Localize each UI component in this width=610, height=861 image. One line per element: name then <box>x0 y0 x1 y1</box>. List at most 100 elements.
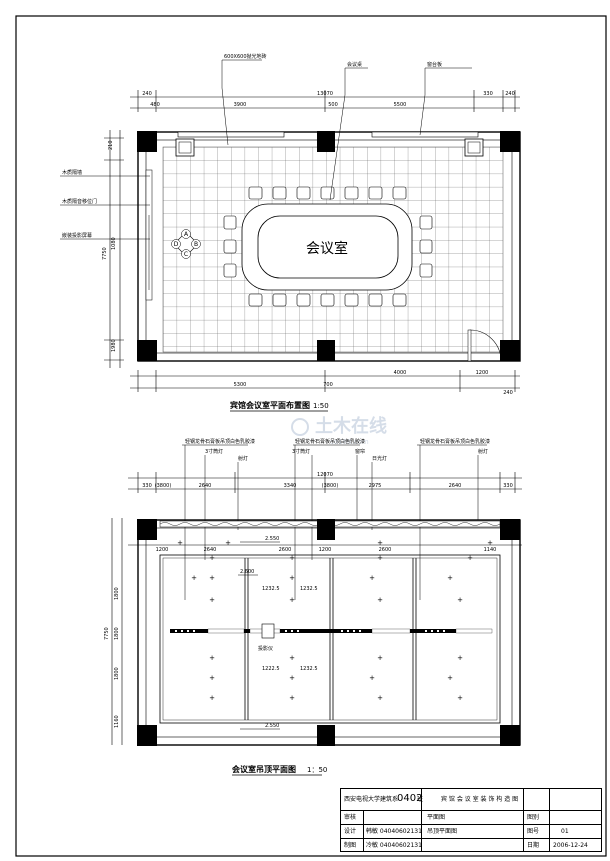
ceiling-plan: 轻钢龙骨石膏板吊顶白色乳胶漆 3寸筒灯 射灯 轻钢龙骨石膏板吊顶白色乳胶漆 3寸… <box>104 438 522 776</box>
room-label: 会议室 <box>306 240 348 257</box>
c-dim-top-7: 2975 <box>369 483 382 489</box>
dim-top-5: 500 <box>328 102 338 108</box>
dim-top-6: 5500 <box>394 102 407 108</box>
level-3: 2.550 <box>265 723 279 729</box>
svg-text:+: + <box>177 539 183 547</box>
sub-dim-4: 1232.5 <box>300 666 318 672</box>
svg-text:+: + <box>209 596 215 604</box>
svg-text:土木在线: 土木在线 <box>315 415 387 437</box>
svg-text:+: + <box>377 539 383 547</box>
c-dim-top-6: (3800) <box>322 483 339 489</box>
c-dim-row2-2: 2640 <box>204 547 217 553</box>
c-dim-row2-5: 2600 <box>379 547 392 553</box>
ceiling-callout-1: 轻钢龙骨石膏板吊顶白色乳胶漆 <box>185 438 255 445</box>
svg-text:+: + <box>209 554 215 562</box>
svg-text:+: + <box>289 596 295 604</box>
svg-text:+: + <box>289 674 295 682</box>
svg-text:+: + <box>209 694 215 702</box>
c-dim-left-2: 1800 <box>114 587 120 600</box>
svg-text:+: + <box>369 574 375 582</box>
svg-text:+: + <box>377 654 383 662</box>
dim-top-7: 330 <box>483 91 493 97</box>
dim-top-4: 13070 <box>317 91 333 97</box>
c-dim-top-3: 2640 <box>199 483 212 489</box>
svg-text:+: + <box>289 694 295 702</box>
svg-text:+: + <box>209 674 215 682</box>
plan-title: 宾馆会议室平面布置图 <box>230 400 310 410</box>
callout-tiles: 600X600抛光地砖 <box>224 53 267 60</box>
svg-text:+: + <box>209 654 215 662</box>
svg-text:+: + <box>369 674 375 682</box>
name-draft: 冷敏 04040602131 <box>366 842 422 849</box>
projector-label: 投影仪 <box>258 645 273 652</box>
svg-text:co188.com: co188.com <box>330 438 369 446</box>
conference-table <box>241 203 413 291</box>
c-dim-top-5: 3340 <box>284 483 297 489</box>
svg-text:A: A <box>184 231 189 238</box>
plan-scale: 1:50 <box>313 402 329 410</box>
class-suffix: 班 <box>417 796 424 803</box>
svg-text:B: B <box>194 241 198 248</box>
watermark-logo: 土木在线 co188.com <box>291 415 387 446</box>
floor-plan: 240 480 3900 13070 500 5500 330 240 5300… <box>60 53 521 412</box>
key-number: 图号 <box>527 828 540 835</box>
c-dim-top-1: 330 <box>142 483 152 489</box>
key-date: 日期 <box>527 842 540 849</box>
svg-text:+: + <box>377 554 383 562</box>
svg-text:C: C <box>184 251 188 258</box>
dim-top-3: 3900 <box>234 102 247 108</box>
sheet-border <box>15 15 607 857</box>
sub-dim-2: 1232.5 <box>300 586 318 592</box>
key-category: 图别 <box>527 814 540 821</box>
ceiling-callout-9: 射灯 <box>478 448 488 455</box>
ceiling-callout-6: 窗帘 <box>355 448 365 455</box>
svg-text:+: + <box>447 574 453 582</box>
svg-text:+: + <box>289 654 295 662</box>
role-draft: 制图 <box>344 842 357 849</box>
company-name: 西安电视大学建筑系 <box>344 796 399 803</box>
drawing-name-1: 平面图 <box>427 814 446 821</box>
svg-text:+: + <box>225 539 231 547</box>
svg-text:+: + <box>467 554 473 562</box>
dim-bottom-1: 5300 <box>234 382 247 388</box>
role-design: 设计 <box>344 828 357 835</box>
level-1: 2.550 <box>265 536 279 542</box>
dim-left-4: 1980 <box>111 339 117 352</box>
c-dim-row2-6: 1140 <box>484 547 497 553</box>
c-dim-left-3: 1800 <box>114 627 120 640</box>
ceiling-title: 会议室吊顶平面图 <box>232 764 296 774</box>
downlights: ++++ ++++ +++++ ++++ ++++ ++++ ++++ <box>177 539 493 702</box>
c-dim-top-9: 330 <box>503 483 513 489</box>
svg-text:+: + <box>457 654 463 662</box>
dim-left-1: 210 <box>108 140 114 150</box>
level-2: 2.600 <box>240 569 254 575</box>
value-date: 2006-12-24 <box>553 842 588 849</box>
callout-sill: 窗台板 <box>427 61 442 68</box>
name-design: 韩敏 04040602131 <box>366 828 422 835</box>
callout-partition: 木质隔墙 <box>62 169 82 176</box>
svg-text:+: + <box>447 674 453 682</box>
compass-icon: A B C D <box>171 229 201 259</box>
sub-dim-1: 1232.5 <box>262 586 280 592</box>
svg-text:+: + <box>377 694 383 702</box>
callout-screen: 嵌装投影屏幕 <box>62 232 92 239</box>
callout-table: 会议桌 <box>347 61 362 68</box>
role-review: 审核 <box>344 814 357 821</box>
fluorescent-lights <box>170 628 493 634</box>
dim-left-2: 7750 <box>102 247 108 260</box>
svg-text:+: + <box>487 539 493 547</box>
c-dim-top-2: (3800) <box>155 483 172 489</box>
ceiling-callout-3: 射灯 <box>238 455 248 462</box>
ceiling-callout-8: 轻钢龙骨石膏板吊顶白色乳胶漆 <box>420 438 490 445</box>
sub-dim-3: 1222.5 <box>262 666 280 672</box>
c-dim-row2-3: 2600 <box>279 547 292 553</box>
svg-text:D: D <box>174 241 179 248</box>
callout-door: 木质隔音移位门 <box>62 198 97 205</box>
svg-text:+: + <box>289 554 295 562</box>
svg-text:+: + <box>457 694 463 702</box>
dim-bottom-3: 4000 <box>394 370 407 376</box>
ceiling-scale: 1：50 <box>307 766 327 774</box>
svg-text:+: + <box>457 596 463 604</box>
columns <box>137 131 520 361</box>
